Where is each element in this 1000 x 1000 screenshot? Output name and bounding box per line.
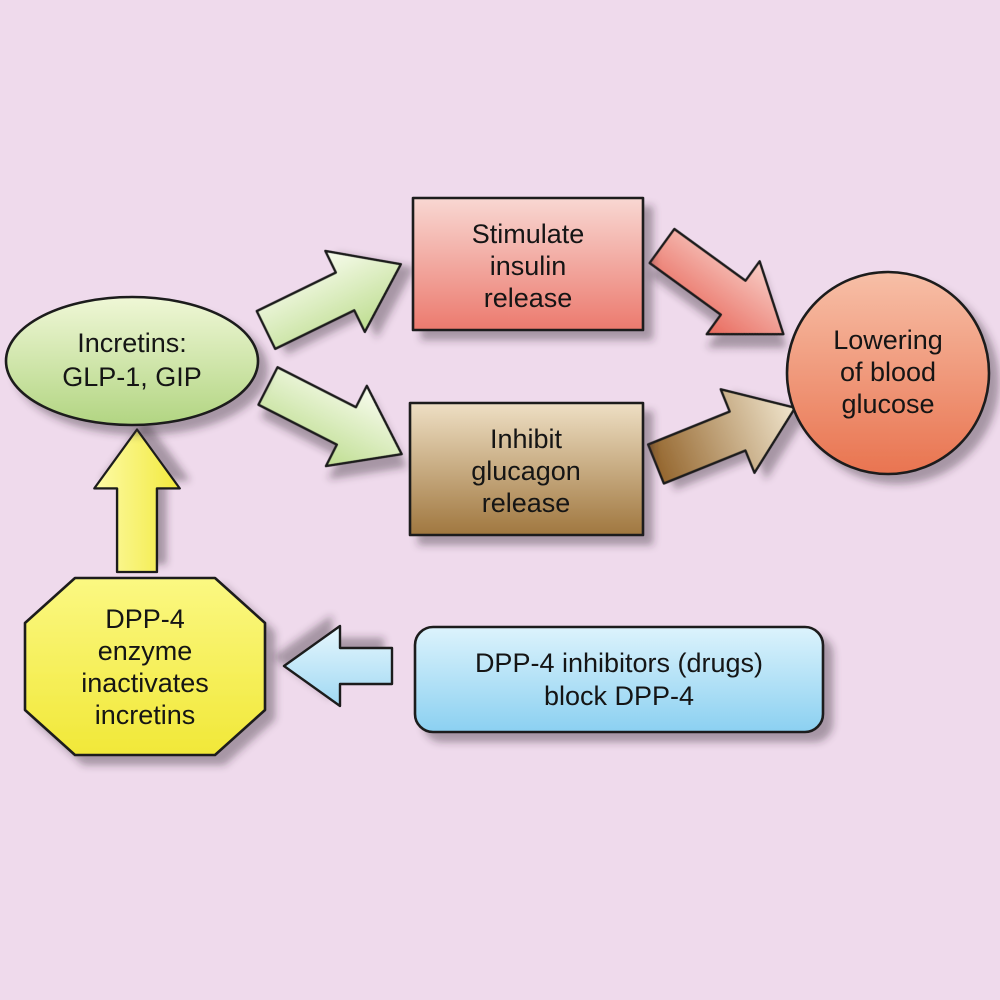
node-dpp4-inhibitors: DPP-4 inhibitors (drugs) block DPP-4 [413,625,825,734]
stimulate-label-line1: Stimulate [472,219,585,249]
lowering-label-line2: of blood [840,357,936,387]
inhibit-box [408,401,645,537]
node-lowering-glucose: Lowering of blood glucose [785,270,991,476]
inhibit-label-line1: Inhibit [490,424,563,454]
arrow-incretins-to-inhibit [257,366,403,468]
stimulate-label-line2: insulin [490,251,567,281]
incretins-label-line1: Incretins: [77,328,187,358]
arrow-inhibit-to-lowering [646,388,797,485]
dpp4-enzyme-label-line4: incretins [95,700,196,730]
inhibit-label-line2: glucagon [471,456,581,486]
stimulate-box [411,196,645,332]
lowering-label-line3: glucose [841,389,934,419]
dpp4-enzyme-label-line2: enzyme [98,636,193,666]
lowering-circle [785,270,991,476]
dpp4-enzyme-label-line1: DPP-4 [105,604,185,634]
dpp4-inhibitors-box [413,625,825,734]
node-inhibit-glucagon: Inhibit glucagon release [408,401,645,537]
dpp4-enzyme-octagon [23,576,267,757]
node-incretins: Incretins: GLP-1, GIP [4,295,260,427]
arrow-inhibitors-to-dpp4enzyme [282,624,394,708]
incretins-label-line2: GLP-1, GIP [62,362,202,392]
dpp4-inhibitors-label-line1: DPP-4 inhibitors (drugs) [475,648,763,678]
incretins-ellipse [4,295,260,427]
arrow-stimulate-to-lowering [648,227,785,336]
node-dpp4-enzyme: DPP-4 enzyme inactivates incretins [23,576,267,757]
arrow-incretins-to-stimulate [255,249,403,351]
arrow-dpp4enzyme-to-incretins [93,428,181,574]
dpp4-enzyme-label-line3: inactivates [81,668,209,698]
lowering-label-line1: Lowering [833,325,943,355]
inhibit-label-line3: release [482,488,571,518]
node-stimulate-insulin: Stimulate insulin release [411,196,645,332]
stimulate-label-line3: release [484,283,573,313]
dpp4-inhibitors-label-line2: block DPP-4 [544,681,694,711]
